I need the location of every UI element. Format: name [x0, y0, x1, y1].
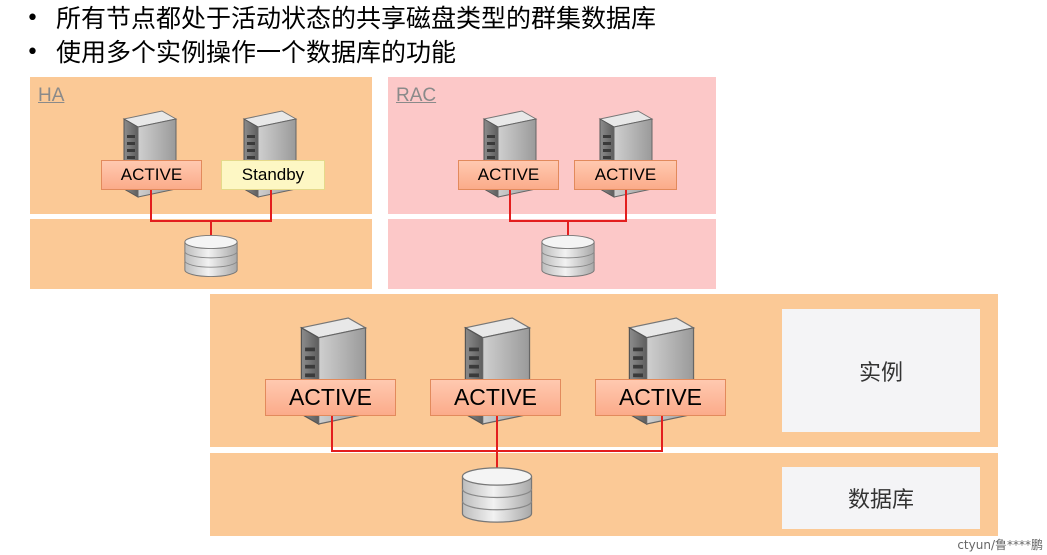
- bullet-text: 所有节点都处于活动状态的共享磁盘类型的群集数据库: [56, 4, 657, 33]
- ha-node-1-label: ACTIVE: [101, 160, 202, 190]
- bullet-item: • 使用多个实例操作一个数据库的功能: [26, 36, 656, 70]
- ha-title: HA: [38, 85, 65, 106]
- network-wire: [331, 412, 333, 452]
- rac-instance-panel: RAC: [388, 77, 716, 214]
- ha-wire: [150, 187, 152, 222]
- network-wire: [496, 450, 498, 468]
- ha-node-2-label: Standby: [221, 160, 325, 190]
- watermark: ctyun/鲁****鹏: [957, 538, 1043, 552]
- rac-wire: [509, 187, 511, 222]
- rac-node-1-label: ACTIVE: [458, 160, 559, 190]
- database-caption-box: 数据库: [782, 467, 980, 529]
- bullet-dot-icon: •: [26, 40, 39, 65]
- network-wire: [661, 412, 663, 452]
- rac-wire: [625, 187, 627, 222]
- bullet-dot-icon: •: [26, 6, 39, 31]
- ha-wire: [270, 187, 272, 222]
- shared-database-disk-icon: [460, 465, 534, 525]
- network-wire: [496, 412, 498, 452]
- ha-shared-disk-icon: [183, 234, 239, 278]
- ha-instance-panel: HA: [30, 77, 372, 214]
- rac-node-2-label: ACTIVE: [574, 160, 677, 190]
- bullet-text: 使用多个实例操作一个数据库的功能: [56, 38, 457, 67]
- rac-title: RAC: [396, 85, 437, 106]
- bullet-item: • 所有节点都处于活动状态的共享磁盘类型的群集数据库: [26, 2, 656, 36]
- instance-caption-box: 实例: [782, 309, 980, 432]
- instance-3-label: ACTIVE: [595, 379, 726, 416]
- rac-wire: [567, 220, 569, 236]
- bullet-list: • 所有节点都处于活动状态的共享磁盘类型的群集数据库 • 使用多个实例操作一个数…: [26, 2, 656, 70]
- instance-1-label: ACTIVE: [265, 379, 396, 416]
- rac-shared-disk-icon: [540, 234, 596, 278]
- instance-2-label: ACTIVE: [430, 379, 561, 416]
- ha-wire: [210, 220, 212, 236]
